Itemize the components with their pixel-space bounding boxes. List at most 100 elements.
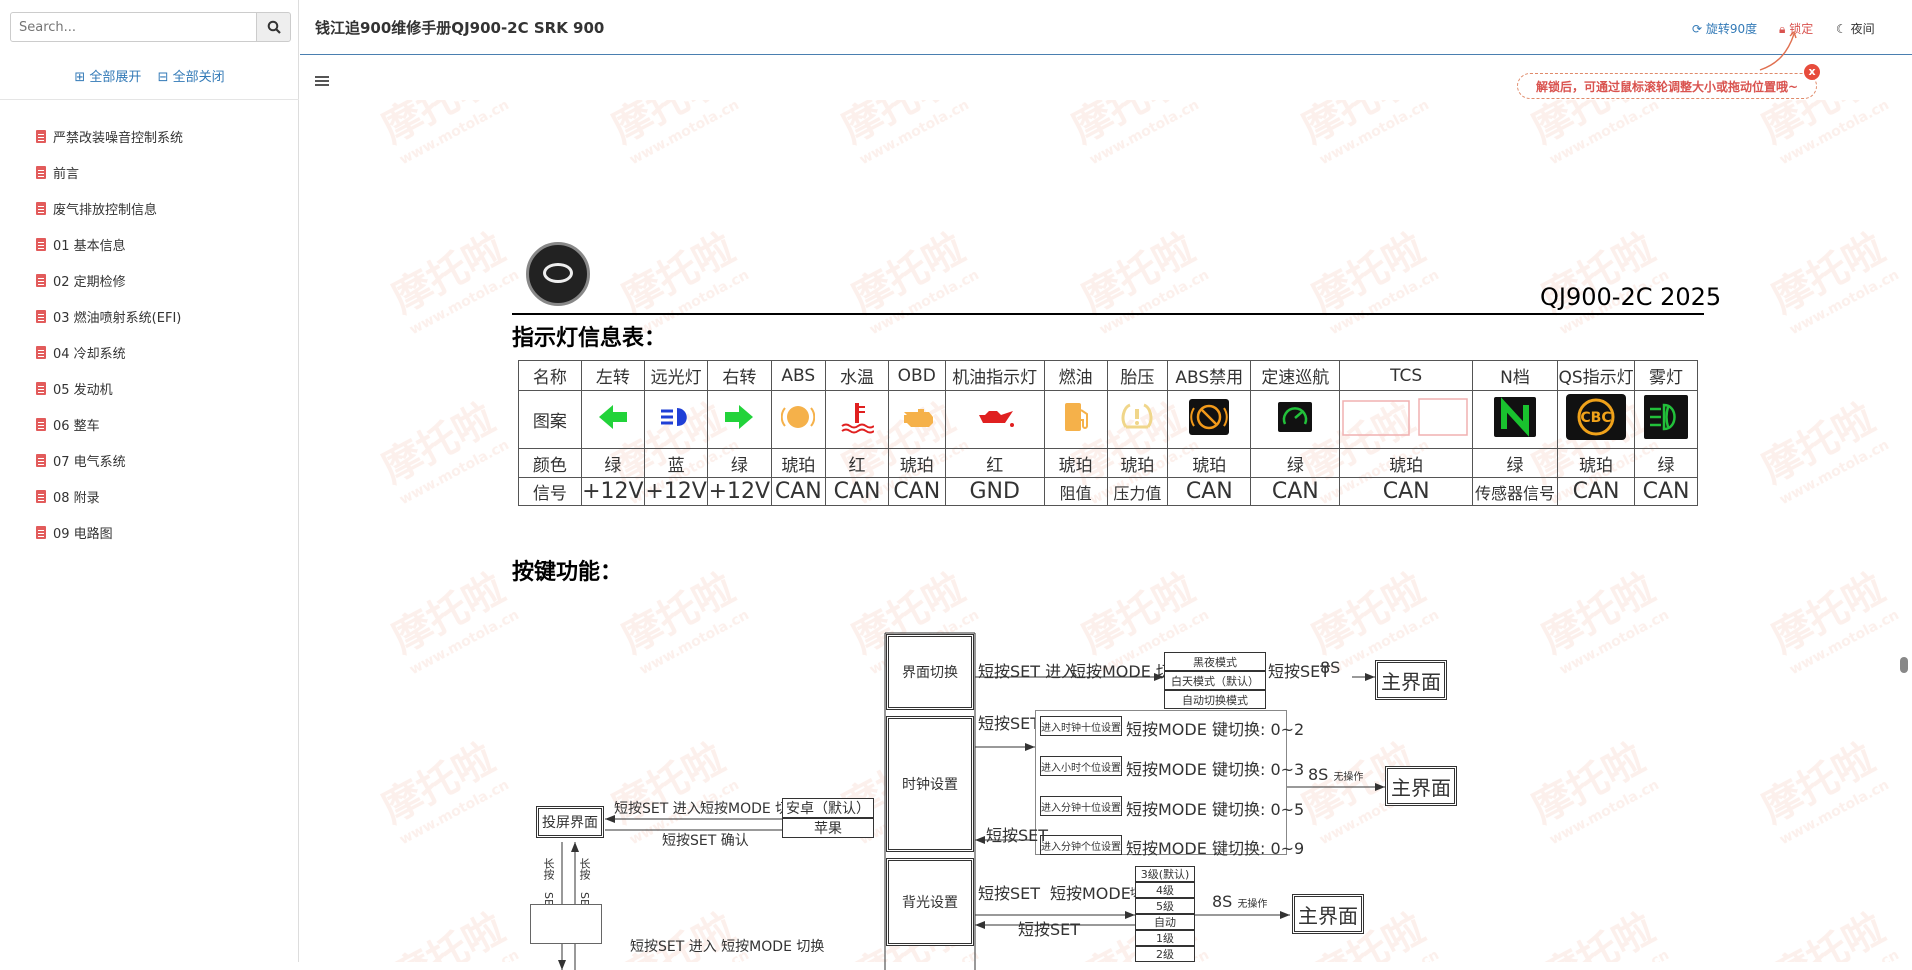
document-title: 钱江追900维修手册QJ900-2C SRK 900 bbox=[315, 19, 605, 37]
mode-item: 自动切换模式 bbox=[1164, 690, 1266, 709]
tree-item[interactable]: 04 冷却系统 bbox=[36, 334, 183, 370]
clock-setting-box: 时钟设置 bbox=[886, 716, 974, 852]
close-tip-button[interactable]: x bbox=[1804, 64, 1820, 80]
screen-switch-box: 界面切换 bbox=[886, 634, 974, 710]
indicator-color: 红 bbox=[944, 448, 1045, 478]
backlight-setting-label: 背光设置 bbox=[902, 895, 958, 911]
file-icon bbox=[36, 525, 46, 539]
backlight-level: 2级 bbox=[1135, 946, 1195, 962]
cruise-icon bbox=[1278, 402, 1313, 437]
indicator-icon-cell bbox=[1471, 390, 1559, 449]
indicator-name: 胎压 bbox=[1106, 360, 1169, 391]
scrollbar-thumb[interactable] bbox=[1900, 657, 1908, 673]
backlight-level: 自动 bbox=[1135, 914, 1195, 930]
tree-item[interactable]: 06 整车 bbox=[36, 406, 183, 442]
fuel-icon bbox=[1061, 400, 1091, 439]
expand-all-label: 全部展开 bbox=[89, 70, 142, 85]
indicator-name: 机油指示灯 bbox=[944, 360, 1045, 391]
indicator-icon-cell bbox=[944, 390, 1045, 449]
search-bar bbox=[10, 12, 291, 42]
indicator-signal: CAN bbox=[770, 477, 827, 506]
tree-item[interactable]: 07 电气系统 bbox=[36, 442, 183, 478]
minus-square-icon: ⊟ bbox=[157, 70, 169, 85]
indicator-name: 雾灯 bbox=[1634, 360, 1698, 391]
indicator-signal: 阻值 bbox=[1043, 477, 1108, 506]
flow-note-8s: 8S 无操作 bbox=[1308, 765, 1363, 784]
tree-item-label: 07 电气系统 bbox=[53, 454, 126, 470]
search-button[interactable] bbox=[256, 12, 291, 42]
indicator-name: ABS禁用 bbox=[1167, 360, 1252, 391]
tree-item-label: 06 整车 bbox=[53, 418, 100, 434]
indicator-color: 蓝 bbox=[643, 448, 709, 478]
clock-range-note: 短按MODE 键切换: 0~9 bbox=[1126, 835, 1304, 859]
tree-item[interactable]: 前言 bbox=[36, 154, 183, 190]
indicator-icon-cell bbox=[770, 390, 827, 449]
flow-note: 短按SET 确认 bbox=[662, 833, 749, 849]
indicator-color: 琥珀 bbox=[1167, 448, 1252, 478]
rotate-label: 旋转90度 bbox=[1705, 22, 1758, 36]
night-mode-button[interactable]: ☾ 夜间 bbox=[1836, 20, 1875, 37]
indicator-signal: CAN bbox=[1634, 477, 1698, 506]
watermark-text: 摩托啦 bbox=[1764, 905, 1892, 962]
indicator-signal: CAN bbox=[1250, 477, 1341, 506]
collapse-all-button[interactable]: ⊟ 全部关闭 bbox=[158, 70, 225, 85]
indicator-icon-cell bbox=[825, 390, 889, 449]
indicator-signal: CAN bbox=[1556, 477, 1636, 506]
file-icon bbox=[36, 273, 46, 287]
brand-logo bbox=[526, 242, 590, 306]
tree-item[interactable]: 严禁改装噪音控制系统 bbox=[36, 118, 183, 154]
tip-arrow-icon bbox=[1759, 30, 1797, 71]
plus-square-icon: ⊞ bbox=[74, 70, 86, 85]
rotate-button[interactable]: ⟳ 旋转90度 bbox=[1692, 20, 1757, 37]
neutral-icon bbox=[1493, 397, 1536, 442]
lock-button[interactable]: 🔒︎ 锁定 bbox=[1779, 20, 1813, 37]
backlight-level: 4级 bbox=[1135, 882, 1195, 898]
backlight-level: 1级 bbox=[1135, 930, 1195, 946]
tree-item-label: 05 发动机 bbox=[53, 382, 113, 398]
flow-note: 键切换: bbox=[1211, 760, 1266, 779]
title-rule bbox=[512, 313, 1704, 315]
clock-range: 0~3 bbox=[1270, 760, 1305, 779]
tcs-empty-icon bbox=[1341, 397, 1471, 442]
tree-item[interactable]: 01 基本信息 bbox=[36, 226, 183, 262]
main-screen-box: 主界面 bbox=[1385, 766, 1457, 806]
model-title: QJ900-2C 2025 bbox=[1540, 283, 1722, 311]
indicator-color: 绿 bbox=[580, 448, 646, 478]
expand-all-button[interactable]: ⊞ 全部展开 bbox=[74, 70, 145, 85]
search-input[interactable] bbox=[10, 12, 257, 42]
tree-item[interactable]: 废气排放控制信息 bbox=[36, 190, 183, 226]
indicator-signal: CAN bbox=[825, 477, 889, 506]
abs-off-icon bbox=[1189, 399, 1230, 440]
tree-item[interactable]: 03 燃油喷射系统(EFI) bbox=[36, 298, 183, 334]
tree-item[interactable]: 08 附录 bbox=[36, 478, 183, 514]
indicator-name: TCS bbox=[1339, 360, 1473, 391]
mode-item: 白天模式（默认） bbox=[1164, 671, 1266, 690]
flow-note: 键切换: bbox=[1211, 839, 1266, 858]
tree-item[interactable]: 09 电路图 bbox=[36, 514, 183, 550]
indicator-name: N档 bbox=[1471, 360, 1559, 391]
mode-item: 黑夜模式 bbox=[1164, 652, 1266, 671]
projection-option: 苹果 bbox=[782, 818, 874, 838]
indicator-color: 琥珀 bbox=[1339, 448, 1473, 478]
tree-item[interactable]: 05 发动机 bbox=[36, 370, 183, 406]
indicator-signal: +12V bbox=[580, 477, 646, 506]
flow-note: 长按 bbox=[578, 858, 591, 880]
clock-range-note: 短按MODE 键切换: 0~5 bbox=[1126, 796, 1304, 820]
indicator-color: 琥珀 bbox=[887, 448, 946, 478]
projection-screen-box: 投屏界面 bbox=[536, 806, 604, 838]
tree-item-label: 废气排放控制信息 bbox=[53, 202, 158, 218]
indicator-signal: 传感器信号 bbox=[1471, 477, 1559, 506]
indicator-icon-cell bbox=[643, 390, 709, 449]
menu-icon[interactable] bbox=[315, 76, 329, 88]
tree-item[interactable]: 02 定期检修 bbox=[36, 262, 183, 298]
main-screen-label: 主界面 bbox=[1381, 669, 1441, 694]
